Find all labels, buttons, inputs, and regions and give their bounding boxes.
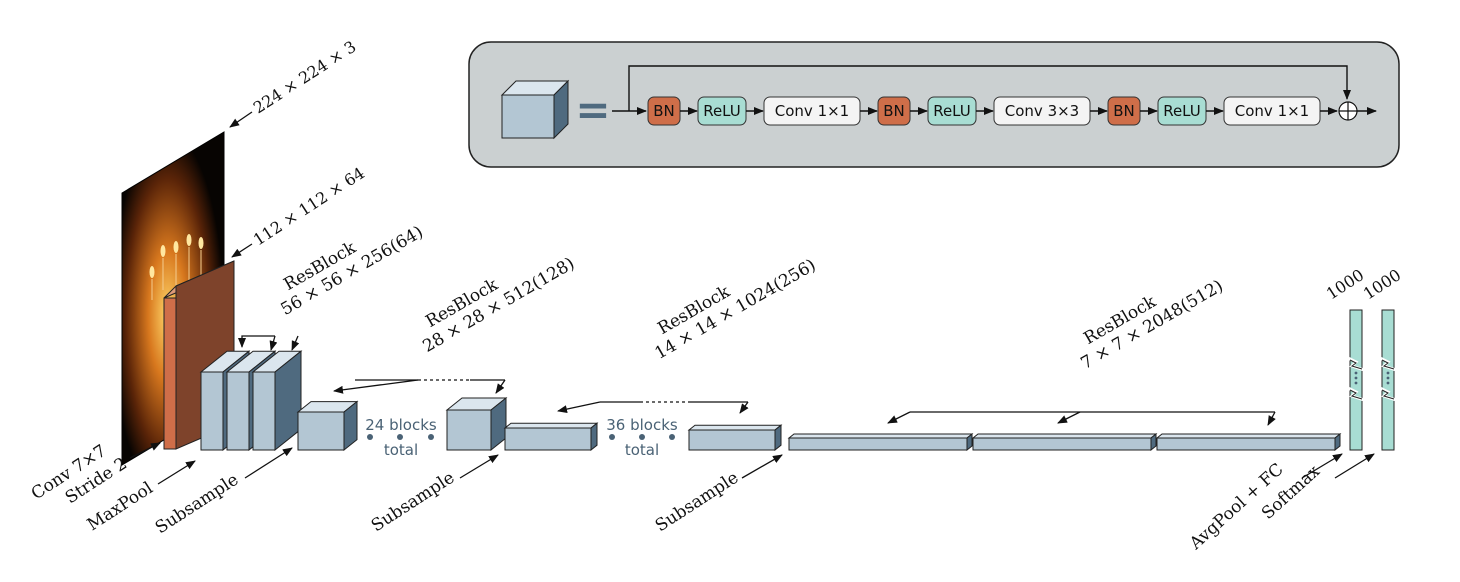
- legend-node-relu: ReLU: [927, 96, 977, 126]
- resblock-legend-panel: = BN ReLU Conv 1×1 BN ReLU Conv 3×3 BN ReLU Conv…: [468, 41, 1400, 168]
- legend-add-symbol: [1338, 101, 1358, 121]
- legend-node-conv: Conv 3×3: [993, 96, 1091, 126]
- legend-node-label: ReLU: [1163, 102, 1201, 120]
- legend-node-label: Conv 1×1: [775, 102, 849, 120]
- stage2-gap: 24 blocks total: [365, 416, 437, 459]
- stage3-block-last: [687, 424, 783, 452]
- legend-node-label: ReLU: [703, 102, 741, 120]
- legend-skip-connection: [628, 65, 1351, 111]
- subsample-label-3: Subsample: [652, 468, 742, 536]
- maxpool-label-arrow: [157, 460, 196, 485]
- stage2-title: ResBlock 28 × 28 × 512(128): [420, 254, 579, 357]
- stage3-block-first: [503, 422, 599, 452]
- stage3-gap-count: 36 blocks: [606, 416, 678, 434]
- legend-node-bn: BN: [1107, 96, 1141, 126]
- fc-dims-label: 1000: [1323, 265, 1367, 303]
- stage3-gap-total: total: [625, 441, 659, 459]
- legend-block-cube: [500, 79, 570, 140]
- legend-node-label: ReLU: [933, 102, 971, 120]
- stage2-gap-count: 24 blocks: [365, 416, 437, 434]
- fc-layer: [1347, 309, 1365, 451]
- subsample-label-1-arrow: [244, 447, 293, 479]
- stage3-gap: 36 blocks total: [606, 416, 678, 459]
- subsample-label-3-arrow: [741, 454, 783, 479]
- softmax-layer: [1379, 309, 1397, 451]
- legend-node-label: BN: [653, 102, 675, 120]
- legend-node-label: BN: [1113, 102, 1135, 120]
- stage1-block-3: [251, 350, 303, 452]
- stage4-block-1: [787, 432, 974, 452]
- legend-node-label: Conv 1×1: [1235, 102, 1309, 120]
- conv1-dims-arrow: [231, 243, 253, 258]
- conv1-dims-label: 112 × 112 × 64: [250, 163, 368, 249]
- softmax-dims-label: 1000: [1360, 265, 1404, 303]
- legend-node-bn: BN: [647, 96, 681, 126]
- subsample-label-2: Subsample: [368, 468, 458, 536]
- stage3-span-arrows: [557, 401, 749, 414]
- legend-node-conv: Conv 1×1: [763, 96, 861, 126]
- stage4-span-arrows: [887, 411, 1276, 426]
- input-dims-arrow: [229, 111, 253, 128]
- input-dims-label: 224 × 224 × 3: [250, 37, 360, 117]
- stage4-title: ResBlock 7 × 7 × 2048(512): [1078, 276, 1227, 374]
- stage3-title: ResBlock 14 × 14 × 1024(256): [652, 255, 820, 363]
- stage2-block-last: [445, 396, 508, 452]
- softmax-arrow: [1334, 453, 1375, 479]
- legend-node-label: BN: [883, 102, 905, 120]
- legend-node-relu: ReLU: [1157, 96, 1207, 126]
- stage2-gap-total: total: [384, 441, 418, 459]
- stage4-block-2: [971, 432, 1158, 452]
- legend-node-conv: Conv 1×1: [1223, 96, 1321, 126]
- conv-label-arrow: [129, 442, 161, 459]
- stage2-span-arrows: [333, 379, 506, 394]
- legend-node-bn: BN: [877, 96, 911, 126]
- legend-equals-sign: =: [575, 85, 610, 134]
- stage4-block-3: [1155, 432, 1342, 452]
- subsample-label-2-arrow: [459, 454, 499, 479]
- stage1-span-arrows: [238, 335, 300, 351]
- avgpool-fc-arrow: [1301, 453, 1343, 479]
- stage2-subsample-block: [296, 400, 359, 452]
- legend-node-label: Conv 3×3: [1005, 102, 1079, 120]
- legend-node-relu: ReLU: [697, 96, 747, 126]
- candle-flames: [149, 234, 204, 278]
